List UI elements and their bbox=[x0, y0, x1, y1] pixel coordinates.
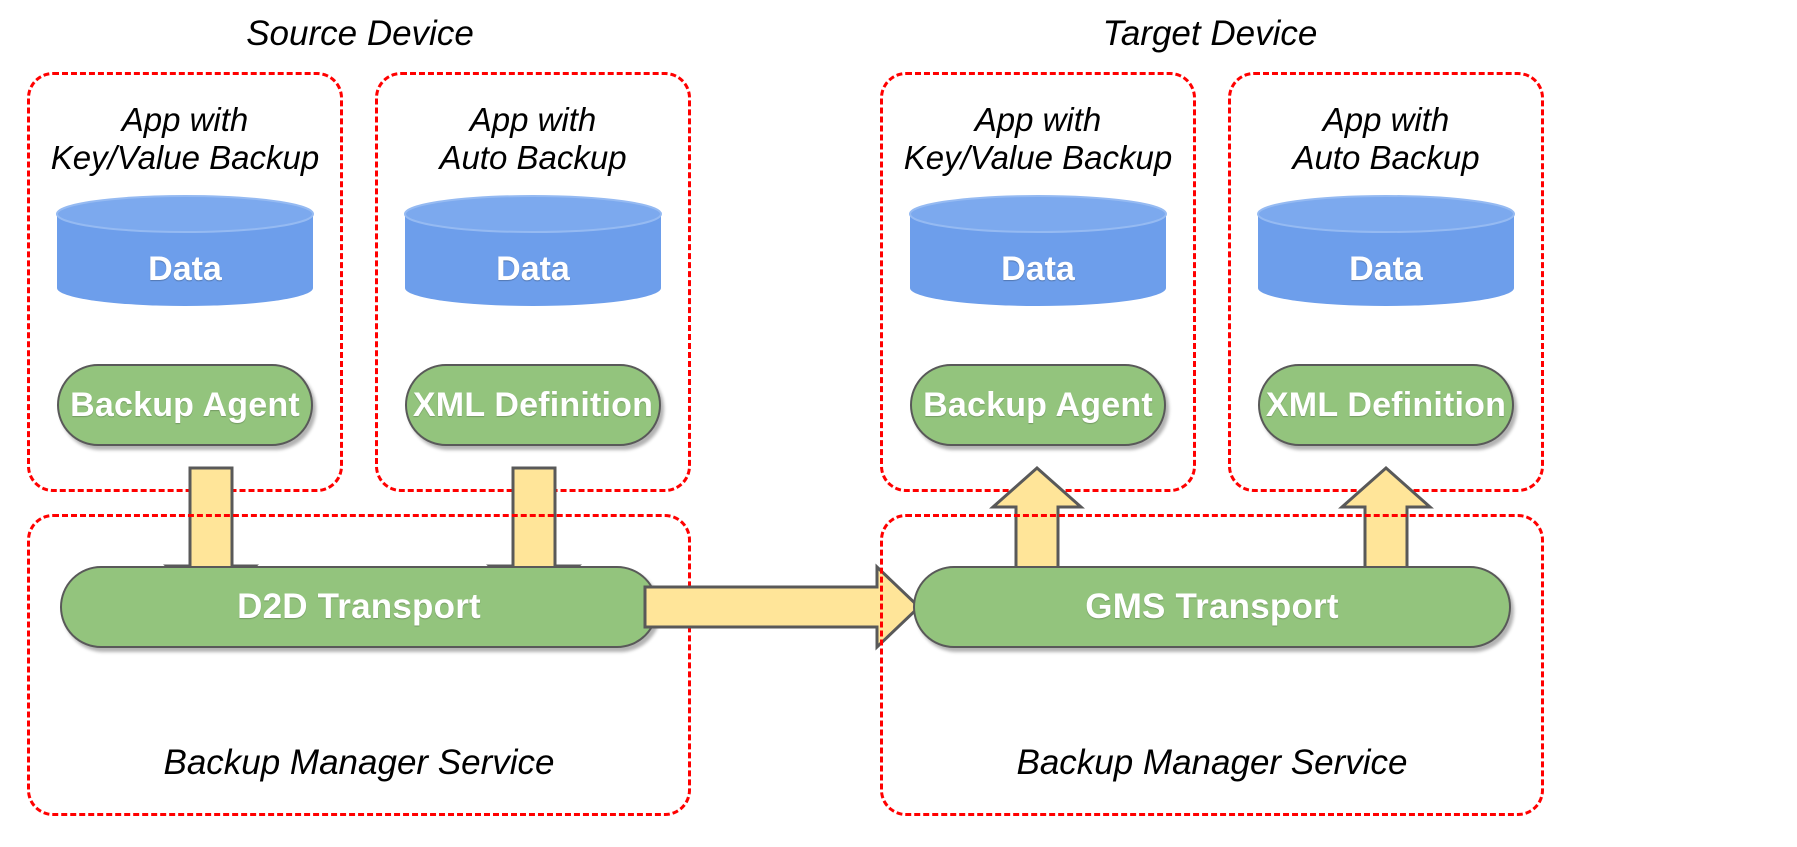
target-app-keyvalue-caption: App with Key/Value Backup bbox=[903, 101, 1173, 177]
target-app-keyvalue-container[interactable]: App with Key/Value Backup bbox=[880, 72, 1196, 492]
target-app-autobackup-caption: App with Auto Backup bbox=[1292, 101, 1480, 177]
source-device-title: Source Device bbox=[246, 14, 474, 53]
source-app-keyvalue-container[interactable]: App with Key/Value Backup bbox=[27, 72, 343, 492]
target-backup-agent-component[interactable]: Backup Agent bbox=[910, 364, 1166, 446]
target-backup-manager-service-caption: Backup Manager Service bbox=[1016, 743, 1408, 782]
target-device-title: Target Device bbox=[1102, 14, 1318, 53]
source-app-autobackup-caption: App with Auto Backup bbox=[439, 101, 627, 177]
d2d-transport-component[interactable]: D2D Transport bbox=[60, 566, 658, 648]
source-app-keyvalue-caption: App with Key/Value Backup bbox=[50, 101, 320, 177]
source-backup-agent-component[interactable]: Backup Agent bbox=[57, 364, 313, 446]
source-app-autobackup-data-cylinder: Data bbox=[404, 195, 662, 306]
source-backup-manager-service-caption: Backup Manager Service bbox=[163, 743, 555, 782]
target-app-autobackup-data-cylinder: Data bbox=[1257, 195, 1515, 306]
target-backup-manager-service-container[interactable]: Backup Manager Service bbox=[880, 514, 1544, 816]
source-app-autobackup-container[interactable]: App with Auto Backup bbox=[375, 72, 691, 492]
source-xml-definition-component[interactable]: XML Definition bbox=[405, 364, 661, 446]
target-xml-definition-component[interactable]: XML Definition bbox=[1258, 364, 1514, 446]
source-app-keyvalue-data-cylinder: Data bbox=[56, 195, 314, 306]
target-app-keyvalue-data-cylinder: Data bbox=[909, 195, 1167, 306]
source-backup-manager-service-container[interactable]: Backup Manager Service bbox=[27, 514, 691, 816]
gms-transport-component[interactable]: GMS Transport bbox=[913, 566, 1511, 648]
d2d-to-gms-transfer-arrow bbox=[643, 563, 922, 651]
